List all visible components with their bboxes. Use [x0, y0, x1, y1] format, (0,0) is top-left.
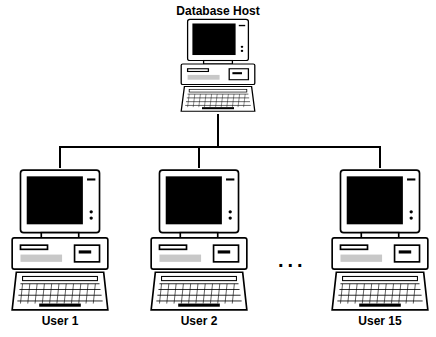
- computer-illustration: [8, 168, 112, 314]
- computer-label: User 15: [356, 314, 403, 328]
- computer-label: User 1: [40, 314, 81, 328]
- computer-icon: [147, 168, 251, 314]
- network-cable: [60, 114, 218, 168]
- computer-label: Database Host: [174, 4, 261, 18]
- computer-illustration: [178, 18, 258, 114]
- computer-icon: [328, 168, 432, 314]
- computer-illustration: [328, 168, 432, 314]
- computer-icon: [8, 168, 112, 314]
- computer-icon: [178, 18, 258, 114]
- user-computer: User 15: [328, 168, 432, 328]
- user-computer: User 1: [8, 168, 112, 328]
- host-computer: Database Host: [172, 4, 264, 114]
- network-cable: [199, 114, 218, 168]
- computer-label: User 2: [179, 314, 220, 328]
- computer-illustration: [147, 168, 251, 314]
- network-cable: [218, 114, 380, 168]
- ellipsis-label: ...: [278, 250, 307, 270]
- user-computer: User 2: [147, 168, 251, 328]
